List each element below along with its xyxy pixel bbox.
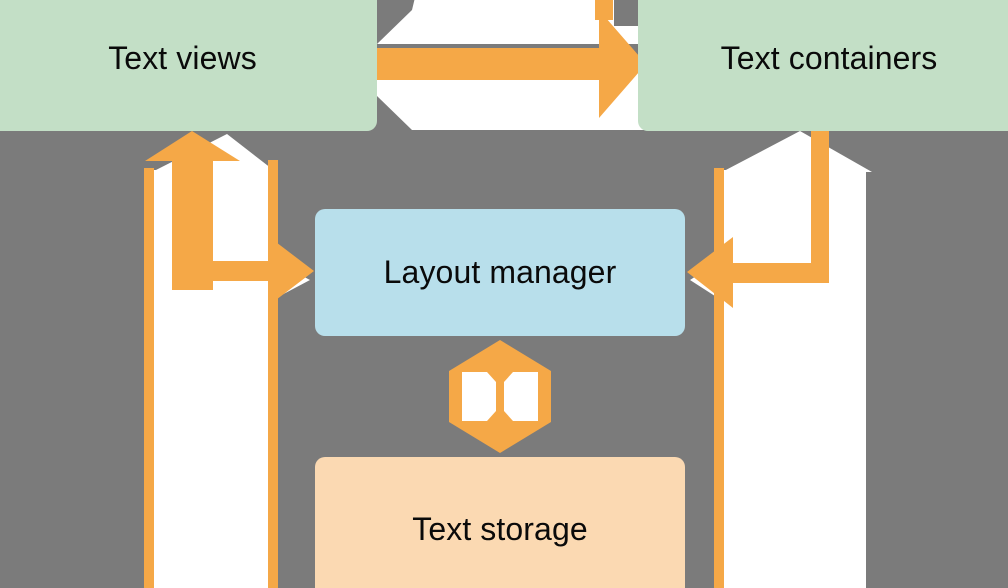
node-layout-manager[interactable]: Layout manager <box>315 209 685 336</box>
orange-edge-left-outer <box>144 168 154 588</box>
node-text-storage-label: Text storage <box>412 511 588 547</box>
orange-arrowhead-up-left <box>145 131 240 290</box>
orange-edge-left-inner-upper <box>268 160 278 270</box>
white-arrowhead-up-right <box>722 131 872 172</box>
node-text-views-label: Text views <box>108 40 257 76</box>
node-layout-manager-label: Layout manager <box>383 254 617 290</box>
node-text-containers[interactable]: Text containers <box>638 0 1008 131</box>
orange-arrow-right-top <box>377 10 646 118</box>
orange-arrow-left-to-layout <box>687 237 829 308</box>
orange-stem-top-vertical <box>595 0 613 20</box>
connector-views-containers <box>377 0 648 130</box>
connector-containers-layout <box>687 131 872 588</box>
node-text-storage[interactable]: Text storage <box>315 457 685 588</box>
white-notch-right <box>504 372 538 421</box>
white-band-horizontal-top <box>377 0 648 44</box>
orange-stem-right-vertical <box>811 131 829 281</box>
connector-layout-views <box>144 131 314 588</box>
orange-edge-right-outer-lower <box>714 292 724 588</box>
orange-hexagon-double-arrow <box>449 340 551 453</box>
white-notch-left <box>462 372 496 421</box>
orange-edge-left-inner-lower <box>268 292 278 588</box>
orange-arrow-right-to-layout <box>172 236 314 306</box>
orange-edge-right-outer-upper <box>714 168 724 268</box>
white-band-horizontal-left-arrow <box>377 64 648 130</box>
connector-layout-storage <box>449 340 551 453</box>
node-text-views[interactable]: Text views <box>0 0 377 131</box>
node-text-containers-label: Text containers <box>720 40 938 76</box>
